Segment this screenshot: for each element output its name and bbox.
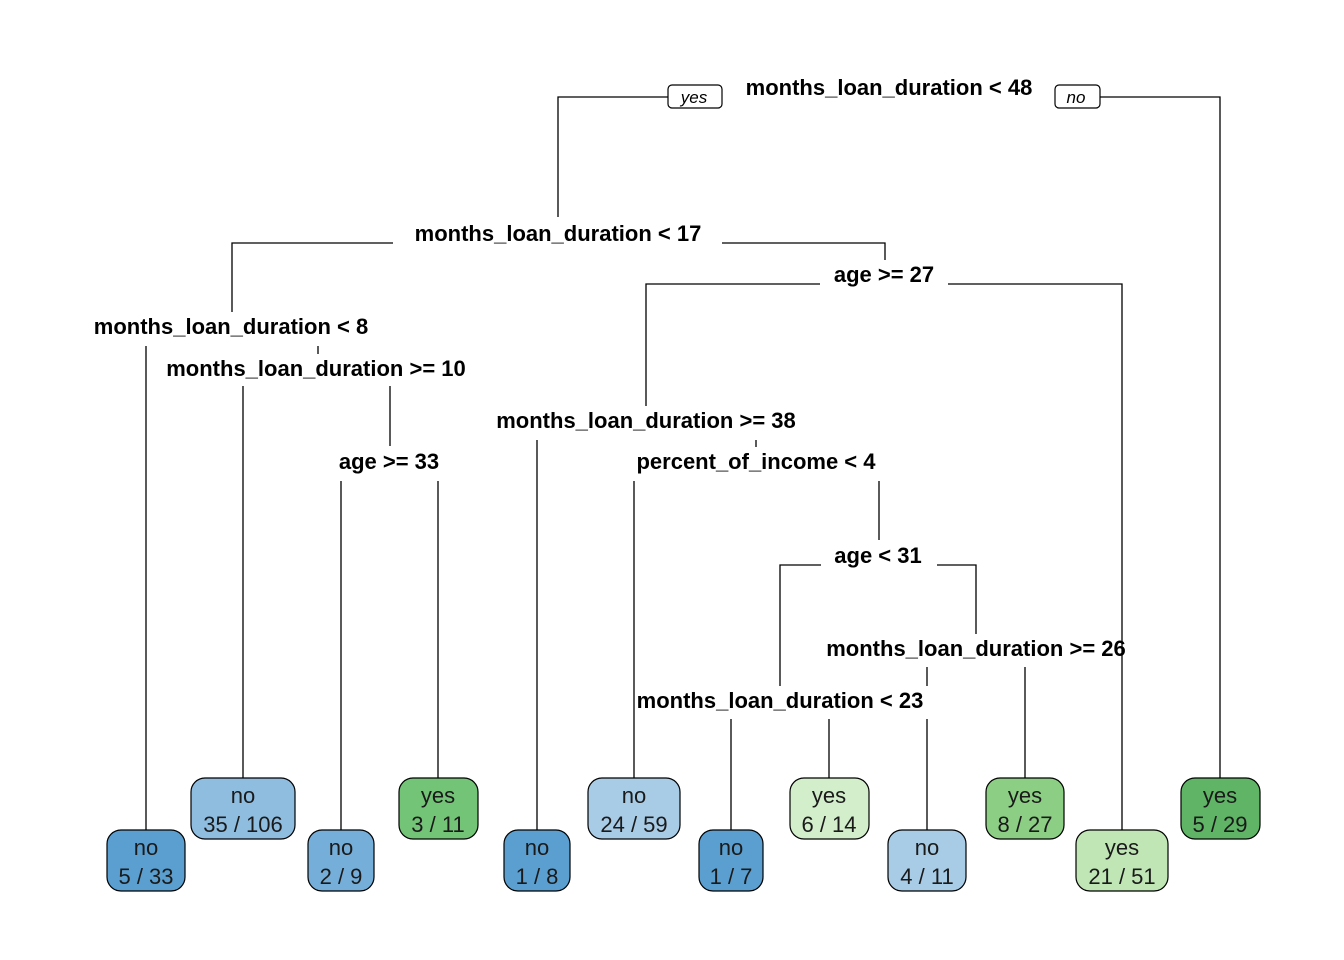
leaf-node: no 35 / 106 (190, 777, 296, 840)
leaf-box (887, 829, 967, 892)
leaf-nodes: no 5 / 33 no 35 / 106 no 2 / 9 yes 3 / 1… (106, 777, 1261, 892)
leaf-counts: 2 / 9 (320, 864, 363, 889)
leaf-counts: 24 / 59 (600, 812, 667, 837)
edge-s6-yes (645, 283, 820, 406)
edge-tag-yes: yes (667, 84, 723, 109)
leaf-counts: 35 / 106 (203, 812, 283, 837)
edge-s2-no (722, 242, 886, 260)
leaf-class: yes (1203, 783, 1237, 808)
split-s10-label: months_loan_duration < 23 (637, 688, 924, 713)
edge-s9-no (937, 564, 977, 634)
leaf-box (307, 829, 375, 892)
edge-tag-yes-text: yes (680, 88, 708, 107)
split-s5-label: age >= 33 (339, 449, 439, 474)
split-s7-label: months_loan_duration >= 38 (496, 408, 796, 433)
edge-tag-no: no (1054, 84, 1101, 109)
edge-root-no (1100, 96, 1221, 782)
leaf-box (106, 829, 186, 892)
split-s6-label: age >= 27 (834, 262, 934, 287)
leaf-class: no (915, 835, 939, 860)
edge-s9-yes (779, 564, 821, 686)
leaf-node: yes 8 / 27 (985, 777, 1065, 840)
leaf-node: no 2 / 9 (307, 829, 375, 892)
leaf-class: no (525, 835, 549, 860)
leaf-box (789, 777, 870, 840)
leaf-counts: 1 / 8 (516, 864, 559, 889)
leaf-node: no 1 / 7 (698, 829, 764, 892)
leaf-class: no (719, 835, 743, 860)
leaf-box (698, 829, 764, 892)
leaf-counts: 5 / 29 (1192, 812, 1247, 837)
edge-tag-yes-box (667, 84, 723, 109)
leaf-class: yes (1105, 835, 1139, 860)
edge-s2-yes (231, 242, 393, 312)
leaf-box (190, 777, 296, 840)
edge-tag-no-box (1054, 84, 1101, 109)
split-s8-label: percent_of_income < 4 (636, 449, 876, 474)
tree-edges (145, 96, 1221, 832)
leaf-counts: 1 / 7 (710, 864, 753, 889)
leaf-counts: 4 / 11 (900, 864, 953, 889)
split-s11-label: months_loan_duration >= 26 (826, 636, 1126, 661)
leaf-node: no 5 / 33 (106, 829, 186, 892)
leaf-class: yes (421, 783, 455, 808)
leaf-node: yes 21 / 51 (1075, 829, 1169, 892)
split-s4-label: months_loan_duration >= 10 (166, 356, 466, 381)
leaf-counts: 5 / 33 (118, 864, 173, 889)
leaf-class: no (134, 835, 158, 860)
leaf-counts: 3 / 11 (411, 812, 464, 837)
edge-tag-no-text: no (1067, 88, 1086, 107)
leaf-node: yes 6 / 14 (789, 777, 870, 840)
leaf-counts: 8 / 27 (997, 812, 1052, 837)
leaf-box (1180, 777, 1261, 840)
edge-s6-no (948, 283, 1123, 832)
leaf-class: no (329, 835, 353, 860)
leaf-class: no (622, 783, 646, 808)
split-s2-label: months_loan_duration < 17 (415, 221, 702, 246)
split-s9-label: age < 31 (834, 543, 921, 568)
leaf-class: no (231, 783, 255, 808)
leaf-counts: 21 / 51 (1088, 864, 1155, 889)
leaf-node: yes 5 / 29 (1180, 777, 1261, 840)
leaf-box (1075, 829, 1169, 892)
leaf-class: yes (812, 783, 846, 808)
leaf-counts: 6 / 14 (801, 812, 856, 837)
leaf-node: no 1 / 8 (503, 829, 571, 892)
leaf-node: no 4 / 11 (887, 829, 967, 892)
leaf-box (587, 777, 681, 840)
leaf-box (985, 777, 1065, 840)
leaf-class: yes (1008, 783, 1042, 808)
leaf-box (398, 777, 479, 840)
split-root-label: months_loan_duration < 48 (746, 75, 1033, 100)
leaf-node: yes 3 / 11 (398, 777, 479, 840)
split-labels: months_loan_duration < 48 months_loan_du… (94, 75, 1126, 713)
edge-root-yes (557, 96, 668, 217)
split-s3-label: months_loan_duration < 8 (94, 314, 368, 339)
leaf-box (503, 829, 571, 892)
leaf-node: no 24 / 59 (587, 777, 681, 840)
